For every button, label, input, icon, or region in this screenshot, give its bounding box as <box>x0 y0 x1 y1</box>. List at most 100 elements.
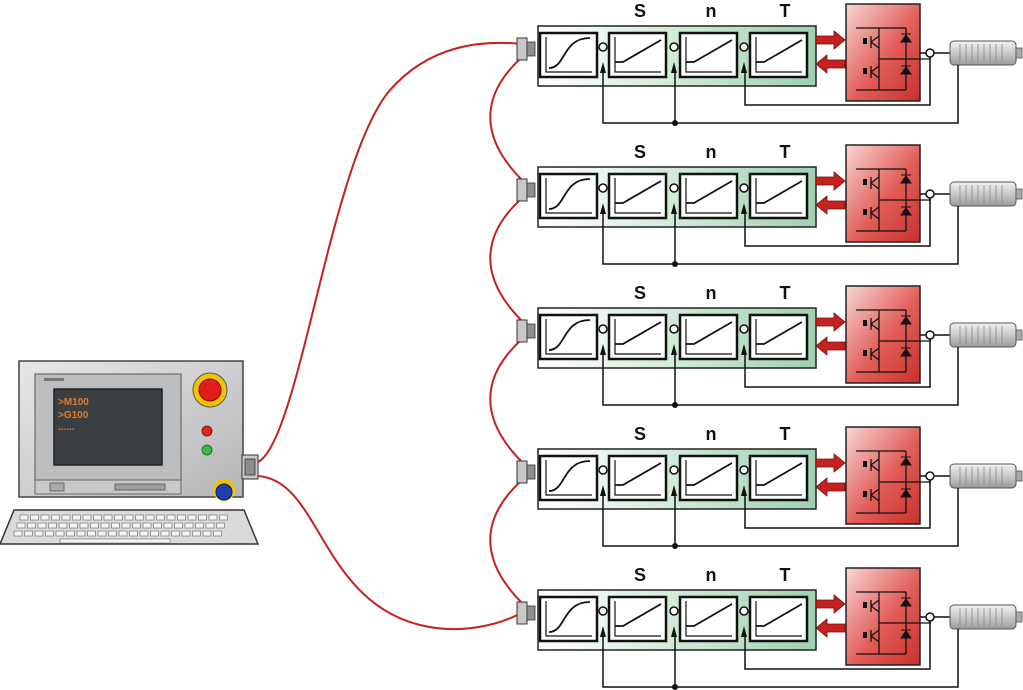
keyboard-key <box>24 530 33 537</box>
gate-terminal <box>863 179 867 185</box>
controller-label-S: S <box>634 142 646 162</box>
power-drive <box>845 144 921 243</box>
keyboard-key <box>160 530 170 537</box>
freewheel-diode <box>900 174 912 184</box>
summing-junction <box>739 465 749 475</box>
pi-characteristic <box>615 39 662 63</box>
keyboard-key <box>177 514 186 521</box>
keyboard-key <box>195 522 204 529</box>
control-loop-block <box>607 595 668 643</box>
keyboard-key <box>72 514 81 521</box>
gate-terminal <box>863 320 867 326</box>
current-sensor <box>925 189 935 199</box>
freewheel-diode <box>900 597 912 607</box>
feedback-arrow <box>815 618 846 638</box>
pc-connector-pins <box>244 458 256 476</box>
feedback-arrowhead <box>600 626 606 637</box>
screen-line-2: >G100 <box>58 410 89 421</box>
connector-pins <box>526 605 536 621</box>
feed-override-knob <box>215 483 233 501</box>
keyboard-key <box>187 514 197 521</box>
feedback-node <box>672 120 678 126</box>
freewheel-diode <box>900 65 912 75</box>
ramp-s-curve <box>548 601 591 633</box>
pi-characteristic <box>615 462 662 486</box>
gate-terminal <box>863 38 867 44</box>
freewheel-diode <box>900 488 912 498</box>
block-axes <box>685 601 732 637</box>
emergency-stop-button <box>198 378 222 402</box>
summing-junction <box>739 606 749 616</box>
block-axes <box>545 319 592 355</box>
pi-characteristic <box>756 321 803 345</box>
summing-junction <box>598 42 608 52</box>
pi-characteristic <box>686 462 733 486</box>
pi-characteristic <box>615 180 662 204</box>
keyboard-key <box>34 530 44 537</box>
control-loop-block <box>678 31 739 79</box>
feedback-loops <box>602 198 959 265</box>
summing-junction <box>669 42 679 52</box>
pi-characteristic <box>756 603 803 627</box>
current-sensor <box>925 330 935 340</box>
summing-junction <box>739 183 749 193</box>
keyboard-key <box>129 530 138 537</box>
connector-pins <box>526 464 536 480</box>
feedback-node <box>672 543 678 549</box>
keyboard-key <box>163 522 173 529</box>
keyboard-key <box>216 522 225 529</box>
controller-label-T: T <box>780 565 791 585</box>
control-loop-block <box>748 31 809 79</box>
pi-characteristic <box>756 462 803 486</box>
feedback-node <box>672 261 678 267</box>
summing-junction <box>669 183 679 193</box>
bridge-schematic <box>856 309 931 373</box>
setpoint-generator-block <box>538 595 599 643</box>
feedback-arrow <box>815 195 846 215</box>
summing-junction <box>669 606 679 616</box>
current-sensor <box>925 471 935 481</box>
block-axes <box>755 601 802 637</box>
keyboard-key <box>153 522 162 529</box>
command-arrow <box>815 30 846 50</box>
block-axes <box>545 460 592 496</box>
summing-junction <box>739 324 749 334</box>
control-loop-block <box>678 313 739 361</box>
controller-connector <box>516 37 528 61</box>
pi-characteristic <box>686 39 733 63</box>
keyboard-key <box>27 522 36 529</box>
gate-terminal <box>863 602 867 608</box>
keyboard-key <box>69 522 78 529</box>
keyboard-key <box>111 522 120 529</box>
keyboard-key <box>139 530 149 537</box>
controller-label-T: T <box>780 283 791 303</box>
command-arrow <box>815 453 846 473</box>
command-arrow <box>815 312 846 332</box>
keyboard-key <box>213 530 222 537</box>
feedback-arrow <box>815 336 846 356</box>
controller-connector <box>516 178 528 202</box>
controller-label-n: n <box>706 1 717 21</box>
control-loop-block <box>607 172 668 220</box>
keyboard-key <box>79 522 89 529</box>
keyboard-key <box>51 514 60 521</box>
keyboard-key <box>13 530 23 537</box>
block-axes <box>685 319 732 355</box>
keyboard-key <box>16 522 26 529</box>
power-drive <box>845 426 921 525</box>
bridge-schematic <box>856 591 931 655</box>
pi-characteristic <box>615 603 662 627</box>
keyboard-key <box>97 530 107 537</box>
control-loop-block <box>678 595 739 643</box>
keyboard-key <box>103 514 113 521</box>
power-drive <box>845 285 921 384</box>
feedback-node <box>672 684 678 690</box>
block-axes <box>545 37 592 73</box>
keyboard-key <box>121 522 131 529</box>
keyboard-key <box>114 514 123 521</box>
cable-pc-to-axis-5 <box>257 475 524 631</box>
monitor-vent <box>44 378 64 381</box>
